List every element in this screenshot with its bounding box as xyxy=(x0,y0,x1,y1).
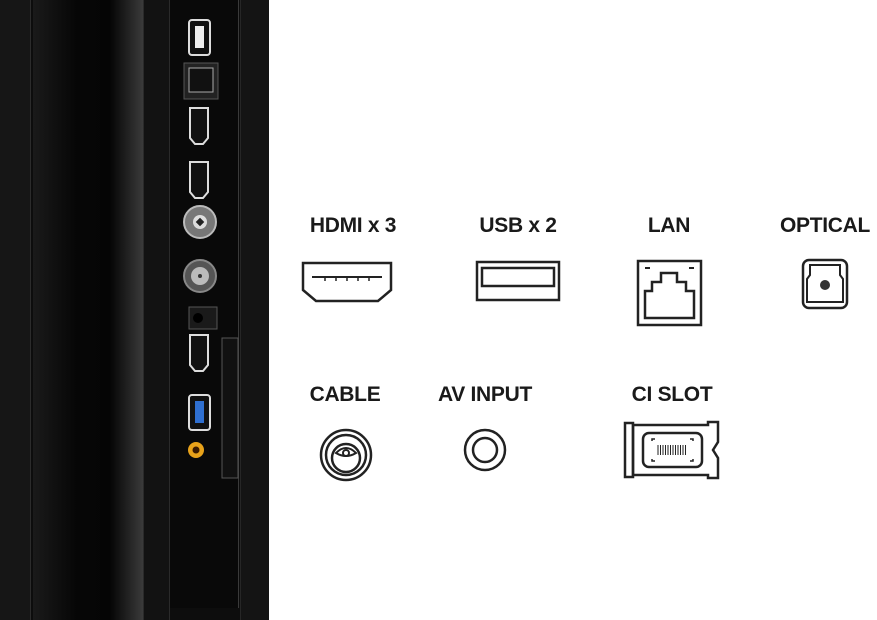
av-input-label: AV INPUT xyxy=(437,383,533,406)
ethernet-icon xyxy=(636,259,703,327)
tv-edge-right xyxy=(240,0,269,620)
ethernet-port-icon xyxy=(183,62,219,100)
antenna-port-icon xyxy=(183,205,217,239)
tv-edge-strip xyxy=(143,0,170,620)
usb-label: USB x 2 xyxy=(479,214,557,237)
coax-cable-icon xyxy=(319,428,373,482)
satellite-port-icon xyxy=(183,259,217,293)
lan-label: LAN xyxy=(647,214,691,237)
hdmi-label: HDMI x 3 xyxy=(309,214,397,237)
optical-port-icon xyxy=(188,306,218,330)
av-port-icon xyxy=(188,442,204,458)
optical-label: OPTICAL xyxy=(779,214,871,237)
port-panel xyxy=(170,0,239,608)
ci-card-icon xyxy=(623,420,720,480)
ci-slot-label: CI SLOT xyxy=(631,383,713,406)
usb-icon xyxy=(475,260,561,302)
optical-audio-icon xyxy=(801,258,849,310)
tv-edge xyxy=(0,0,31,620)
hdmi-icon xyxy=(301,261,393,303)
tv-side-photo xyxy=(0,0,269,620)
hdmi-port-icon xyxy=(189,161,209,199)
usb-port-icon xyxy=(188,19,211,56)
tv-ports-svg xyxy=(183,19,239,479)
ci-slot-icon xyxy=(221,337,239,479)
hdmi-port-icon xyxy=(189,334,209,372)
av-jack-icon xyxy=(463,428,507,472)
cable-label: CABLE xyxy=(309,383,381,406)
usb3-port-icon xyxy=(188,394,211,431)
tv-back-curve xyxy=(33,0,143,620)
hdmi-port-icon xyxy=(189,107,209,145)
